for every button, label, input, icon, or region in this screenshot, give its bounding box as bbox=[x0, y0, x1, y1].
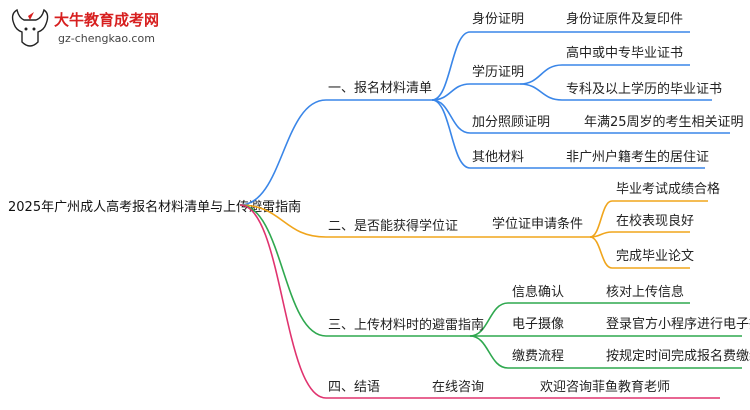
node-info-confirm: 信息确认 bbox=[512, 284, 564, 300]
connector-root-branch-2 bbox=[239, 204, 327, 238]
node-online-consult: 在线咨询 bbox=[432, 380, 484, 395]
leaf-good-conduct: 在校表现良好 bbox=[616, 213, 694, 229]
branch-4-label: 四、结语 bbox=[328, 380, 380, 395]
leaf-check-info: 核对上传信息 bbox=[606, 284, 684, 300]
leaf-highschool-cert: 高中或中专毕业证书 bbox=[566, 45, 683, 61]
leaf-id-copy: 身份证原件及复印件 bbox=[566, 11, 683, 27]
connector-branch-1-other bbox=[431, 99, 471, 169]
branch-3-label: 三、上传材料时的避雷指南 bbox=[328, 317, 484, 333]
leaf-exam-pass: 毕业考试成绩合格 bbox=[616, 181, 720, 197]
leaf-pay-fee: 按规定时间完成报名费缴纳 bbox=[606, 348, 750, 364]
branch-2-label: 二、是否能获得学位证 bbox=[328, 218, 458, 234]
logo-url: gz-chengkao.com bbox=[58, 32, 155, 45]
connector-branch-1-bonus bbox=[431, 99, 471, 134]
leaf-thesis: 完成毕业论文 bbox=[616, 249, 694, 264]
connector-education-highschool bbox=[519, 64, 563, 85]
branch-1-label: 一、报名材料清单 bbox=[328, 80, 432, 96]
node-education-proof: 学历证明 bbox=[472, 64, 524, 80]
connector-branch-3-pay bbox=[469, 335, 509, 369]
connector-root-branch-1 bbox=[239, 99, 327, 206]
logo: 大牛教育成考网 gz-chengkao.com bbox=[11, 8, 159, 47]
node-payment: 缴费流程 bbox=[512, 349, 564, 364]
node-degree-conditions: 学位证申请条件 bbox=[492, 216, 583, 232]
leaf-college-cert: 专科及以上学历的毕业证书 bbox=[566, 81, 722, 97]
node-e-photo: 电子摄像 bbox=[512, 317, 564, 332]
logo-name: 大牛教育成考网 bbox=[54, 11, 159, 29]
connector-degree-exam bbox=[589, 200, 613, 238]
connector-branch-1-edu bbox=[431, 83, 471, 101]
connector-lines bbox=[239, 31, 742, 399]
root-topic: 2025年广州成人高考报名材料清单与上传避雷指南 bbox=[8, 199, 301, 215]
connector-root-branch-4 bbox=[239, 204, 327, 399]
node-id-proof: 身份证明 bbox=[472, 11, 524, 27]
leaf-age-25-proof: 年满25周岁的考生相关证明 bbox=[584, 114, 744, 130]
node-other-materials: 其他材料 bbox=[472, 150, 524, 165]
connector-root-branch-3 bbox=[239, 204, 327, 337]
leaf-consult-teacher: 欢迎咨询菲鱼教育老师 bbox=[540, 379, 670, 395]
node-bonus-proof: 加分照顾证明 bbox=[472, 115, 550, 130]
connector-degree-conduct bbox=[589, 231, 613, 238]
leaf-mini-program-photo: 登录官方小程序进行电子摄像 bbox=[606, 316, 750, 332]
bull-logo-icon bbox=[11, 8, 49, 47]
leaf-residence-permit: 非广州户籍考生的居住证 bbox=[566, 149, 709, 165]
connector-branch-3-info bbox=[469, 302, 509, 337]
connector-branch-1-id bbox=[431, 31, 471, 101]
connector-education-college bbox=[519, 83, 563, 101]
connector-degree-thesis bbox=[589, 236, 613, 269]
